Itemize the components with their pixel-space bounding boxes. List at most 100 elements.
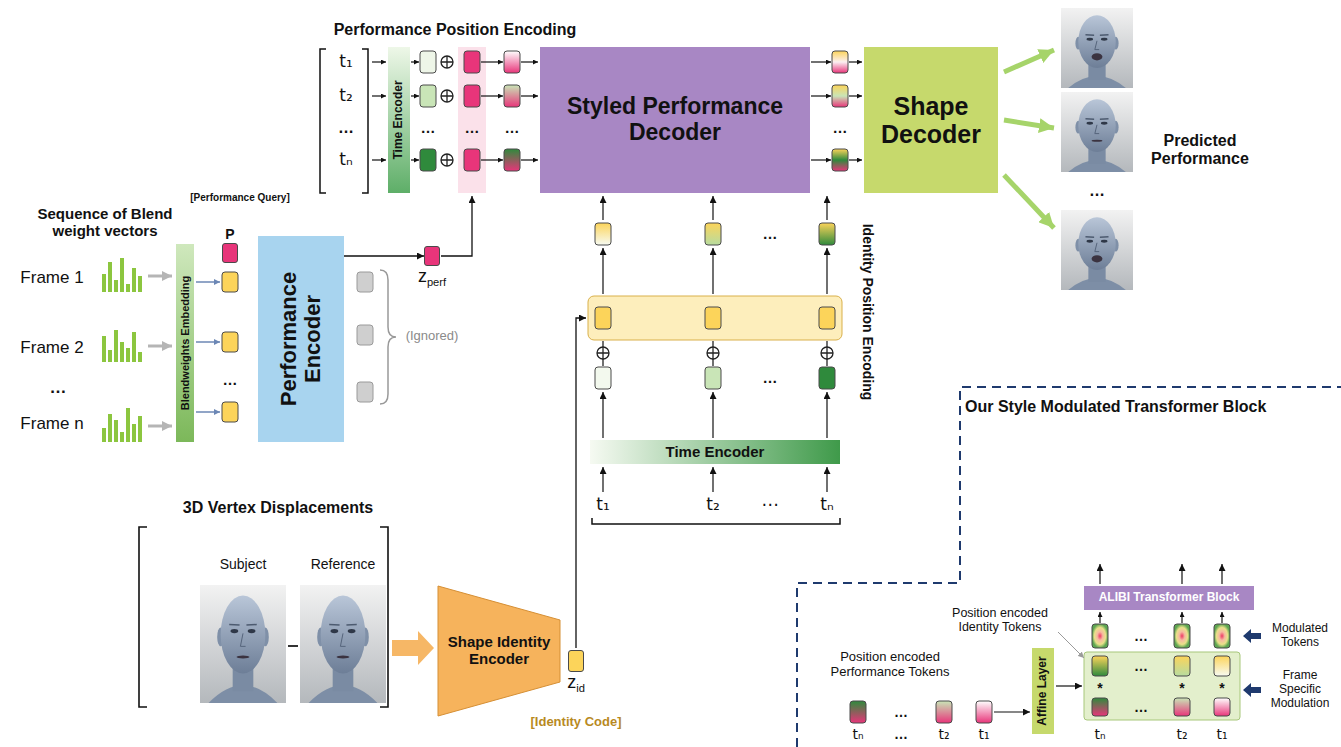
- node-text: Affine Layer: [1036, 656, 1049, 725]
- token: [222, 332, 238, 352]
- blend-weight-bar: [108, 350, 112, 362]
- node-text: P: [225, 226, 234, 242]
- face-eye: [231, 629, 239, 633]
- embedding-box: Blendweights Embedding: [176, 244, 194, 442]
- section-title: 3D Vertex Displacements: [183, 499, 373, 517]
- flow-arrow: [602, 467, 603, 492]
- token: [1174, 656, 1190, 676]
- face-mouth: [1092, 255, 1103, 262]
- add-symbol: [707, 347, 719, 359]
- add-cross: [441, 56, 453, 68]
- add-cross: [441, 90, 453, 102]
- flow-arrow: [576, 318, 586, 648]
- flow-arrow: [849, 61, 862, 62]
- flow-arrow: [712, 196, 713, 220]
- token: [819, 307, 835, 329]
- node-text: Performance Encoder: [277, 239, 325, 439]
- token-caption: zperf: [418, 267, 446, 287]
- multiply-sign: *: [1179, 680, 1184, 696]
- flow-arrow: [372, 61, 386, 62]
- blend-weight-bar: [138, 352, 142, 362]
- token: [976, 701, 992, 723]
- flow-arrow: [602, 196, 603, 220]
- blend-weight-bar: [114, 330, 118, 362]
- token: [420, 85, 436, 107]
- flow-arrow: [521, 95, 538, 96]
- ellipsis: …: [50, 378, 67, 398]
- add-symbol: [441, 90, 453, 102]
- blend-weight-bar: [114, 280, 118, 292]
- blend-weight-bar: [132, 268, 136, 292]
- multiply-sign: *: [1097, 680, 1102, 696]
- link-line: [712, 341, 713, 347]
- blend-weight-bar: [120, 258, 124, 292]
- blend-weight-bar: [114, 420, 118, 442]
- latent-token: zid: [568, 650, 584, 672]
- token: [595, 367, 611, 389]
- decoder-box: Shape Decoder: [864, 47, 998, 193]
- blend-weight-bar: [132, 424, 136, 442]
- link-line: [602, 341, 603, 347]
- flow-arrow: [1181, 612, 1182, 623]
- token: [504, 51, 520, 73]
- decoder-box: Styled Performance Decoder: [540, 47, 810, 193]
- time-index: t₂: [938, 726, 949, 742]
- image-caption: Subject: [220, 556, 267, 572]
- flow-arrow: [372, 159, 386, 160]
- blend-weight-bar: [102, 274, 106, 292]
- transformer-box: ALIBI Transformer Block: [1084, 586, 1254, 610]
- time-index: t₂: [339, 86, 352, 106]
- flow-arrow: [148, 425, 172, 428]
- time-index: t₁: [1216, 726, 1227, 742]
- face-eye: [1087, 38, 1093, 41]
- trapezoid-outline: [438, 586, 560, 716]
- add-ring: [441, 154, 453, 166]
- output-arrow: [1004, 50, 1054, 72]
- node-text: z: [418, 266, 427, 286]
- token: [464, 149, 480, 171]
- token-group-box: [588, 296, 842, 340]
- add-ring: [707, 347, 719, 359]
- token: [832, 149, 848, 171]
- region-heading: Our Style Modulated Transformer Block: [965, 398, 1266, 416]
- token: [504, 149, 520, 171]
- node-text: Time Encoder: [392, 80, 405, 159]
- token: [1092, 624, 1108, 648]
- node-text: Styled Performance Decoder: [546, 94, 804, 146]
- bracket: [362, 49, 368, 193]
- face-brow: [1100, 236, 1109, 238]
- face-brow: [229, 624, 239, 626]
- flow-arrow: [849, 95, 862, 96]
- dashed-region: Our Style Modulated Transformer BlockALI…: [796, 386, 1341, 747]
- subscript-text: perf: [427, 276, 446, 288]
- flow-arrow: [148, 275, 172, 278]
- token: [595, 307, 611, 329]
- face-render: [1061, 8, 1133, 88]
- flow-arrow: [826, 196, 827, 220]
- token: [936, 701, 952, 723]
- token: [595, 223, 611, 245]
- token-caption: P: [225, 227, 234, 242]
- ellipsis: …: [338, 119, 354, 137]
- token: [464, 51, 480, 73]
- token: [357, 272, 373, 292]
- face-nose: [1095, 125, 1099, 134]
- node-text: Time Encoder: [666, 444, 765, 461]
- face-eye: [348, 629, 356, 633]
- face-photo-ground: [1061, 92, 1133, 172]
- blend-weight-bar: [120, 432, 124, 442]
- pointer-arrow: [1243, 683, 1261, 697]
- token: [819, 367, 835, 389]
- token: [705, 367, 721, 389]
- token-caption: zid: [567, 673, 585, 693]
- node-text: Shape Identity Encoder: [444, 634, 554, 668]
- token: [1092, 698, 1108, 716]
- face-photo-ground: [1061, 210, 1133, 290]
- flow-arrow: [521, 61, 538, 62]
- flow-arrow: [811, 159, 831, 160]
- blend-weight-bar: [108, 262, 112, 292]
- flow-arrow: [196, 281, 220, 283]
- face-eye: [248, 629, 256, 633]
- blend-weight-bar: [126, 284, 130, 292]
- input-arrow: [392, 631, 434, 665]
